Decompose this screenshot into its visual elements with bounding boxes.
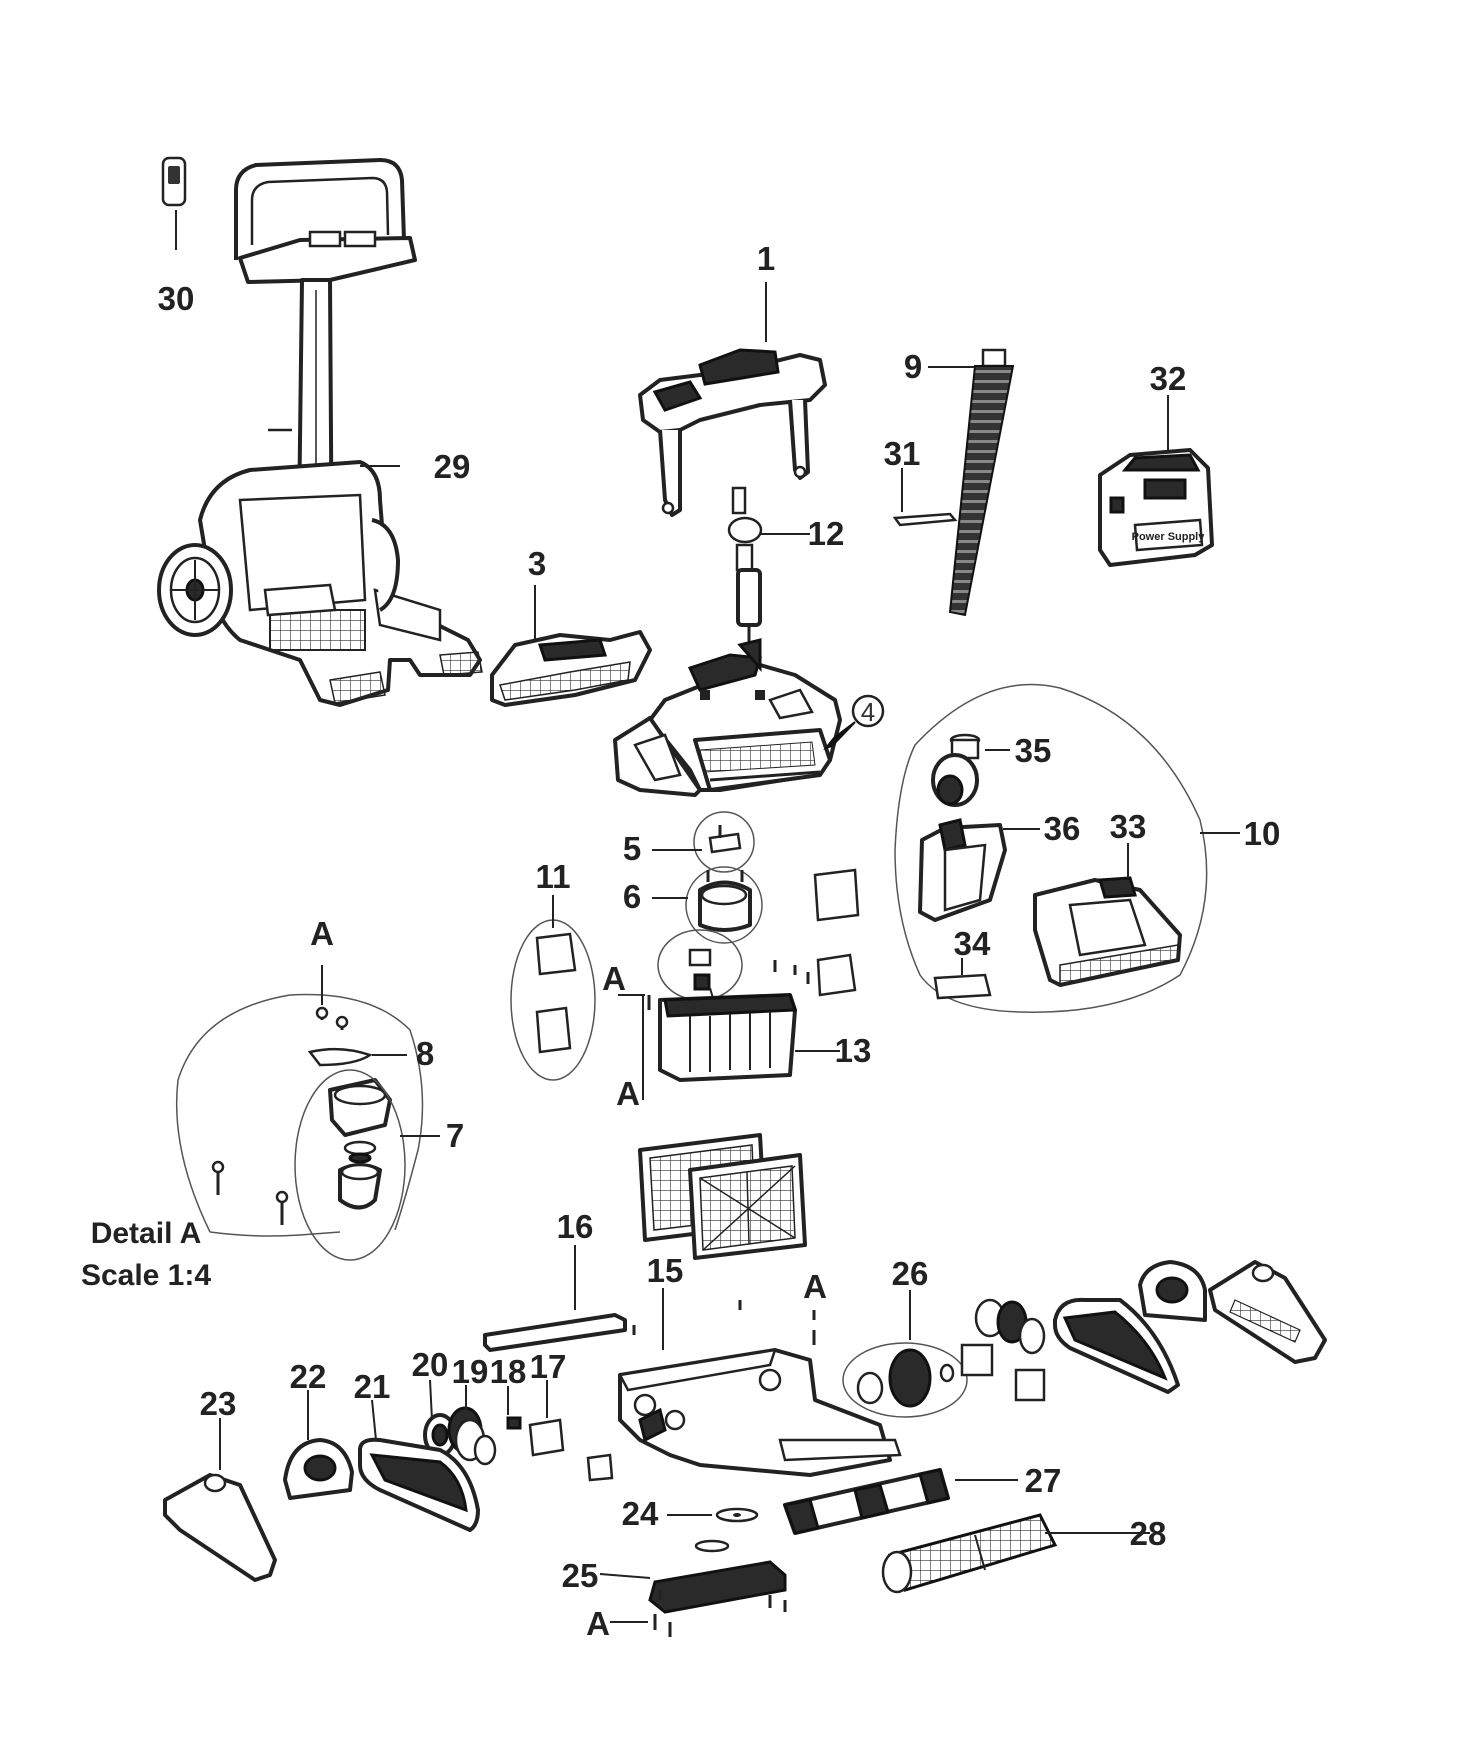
label-6: 6	[623, 878, 641, 915]
small-parts-left-of-chassis	[506, 1380, 614, 1482]
label-22: 22	[290, 1358, 327, 1395]
part-21-track-left	[358, 1399, 480, 1532]
label-11: 11	[536, 858, 571, 895]
side-plate-right	[1208, 1260, 1327, 1364]
label-36: 36	[1044, 810, 1081, 847]
label-26: 26	[892, 1255, 929, 1292]
label-34: 34	[954, 925, 991, 962]
part-19-20-gears	[423, 1379, 497, 1466]
label-16: 16	[557, 1208, 594, 1245]
label-20: 20	[412, 1346, 449, 1383]
label-24: 24	[622, 1495, 659, 1532]
detail-ref-a-bottom: A	[586, 1605, 610, 1642]
label-4: 4	[861, 697, 875, 727]
part-36-impeller-housing	[918, 818, 1040, 922]
label-31: 31	[884, 435, 921, 472]
part-3-front-cover	[490, 585, 652, 707]
connector-details	[657, 929, 797, 1006]
label-30: 30	[158, 280, 195, 317]
label-12: 12	[808, 515, 845, 552]
part-12-swivel-connector	[727, 486, 810, 660]
part-32-power-supply: Power Supply	[1098, 395, 1214, 567]
part-6-motor-bracket	[652, 866, 763, 944]
part-11-clips	[510, 895, 596, 1081]
label-10: 10	[1244, 815, 1281, 852]
label-3: 3	[528, 545, 546, 582]
label-19: 19	[452, 1353, 489, 1390]
detail-ref-a-top: A	[310, 915, 334, 952]
part-23-side-plate-left	[163, 1418, 277, 1582]
detail-a-view	[175, 965, 440, 1261]
part-13-motor-unit	[647, 993, 840, 1082]
filter-panels	[638, 1133, 807, 1260]
label-13: 13	[835, 1032, 872, 1069]
part-26-gear-assembly	[842, 1290, 1046, 1418]
label-21: 21	[354, 1368, 391, 1405]
label-17: 17	[530, 1348, 567, 1385]
callout-labels: 1 3 4 5 6 7 8 9 10 11 12 13 15 16 17 18 …	[81, 240, 1280, 1642]
part-9-float-hose	[928, 348, 1015, 617]
detail-a-bottom-pointer	[610, 1614, 672, 1637]
part-4-callout	[823, 694, 885, 751]
part-5-clip	[652, 811, 755, 873]
power-supply-label: Power Supply	[1132, 531, 1206, 543]
part-29-caddy-cart	[157, 158, 483, 707]
part-28-brush	[881, 1513, 1150, 1594]
part-24-disc	[667, 1507, 759, 1523]
label-29: 29	[434, 448, 471, 485]
label-32: 32	[1150, 360, 1187, 397]
label-5: 5	[623, 830, 641, 867]
part-34-small-bar	[933, 958, 992, 1000]
part-30-handle-clip	[161, 156, 187, 250]
label-15: 15	[647, 1252, 684, 1289]
side-housing-right	[1138, 1260, 1207, 1322]
label-35: 35	[1015, 732, 1052, 769]
detail-a-pointer	[618, 994, 645, 1100]
label-25: 25	[562, 1557, 599, 1594]
part-31-strap	[892, 468, 958, 527]
label-9: 9	[904, 348, 922, 385]
part-1-top-handle	[638, 282, 827, 517]
part-16-bar	[483, 1245, 636, 1352]
detail-ref-a-mid: A	[602, 960, 626, 997]
label-33: 33	[1110, 808, 1147, 845]
label-27: 27	[1025, 1462, 1062, 1499]
part-4-top-housing	[613, 638, 842, 797]
detail-ref-a-chassis: A	[803, 1268, 827, 1305]
part-15-chassis	[618, 1288, 902, 1477]
detail-ref-a-lower: A	[616, 1075, 640, 1112]
part-33-motor-cover	[1033, 843, 1182, 987]
label-8: 8	[416, 1035, 434, 1072]
part-22-side-housing	[283, 1390, 354, 1500]
label-7: 7	[446, 1117, 464, 1154]
label-28: 28	[1130, 1515, 1167, 1552]
part-25-brush-bar	[599, 1539, 787, 1614]
part-35-impeller	[931, 733, 1010, 807]
label-1: 1	[757, 240, 775, 277]
part-10-assembly-outline	[894, 683, 1240, 1013]
detail-caption-title: Detail A	[91, 1217, 202, 1250]
small-clips-right	[806, 868, 860, 997]
detail-caption-scale: Scale 1:4	[81, 1259, 211, 1292]
part-27-roller	[783, 1468, 1018, 1535]
track-right	[1053, 1297, 1180, 1394]
label-18: 18	[490, 1353, 527, 1390]
label-23: 23	[200, 1385, 237, 1422]
